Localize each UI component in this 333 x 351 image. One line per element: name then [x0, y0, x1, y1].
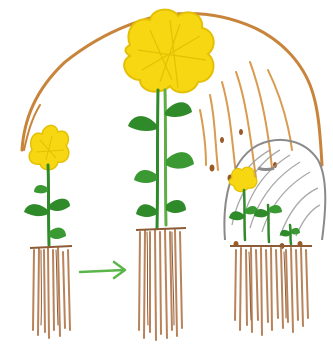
small-yellow-flower-plant-icon [24, 125, 72, 338]
seedlings-under-dome-icon [224, 140, 325, 335]
roots-icon [235, 248, 308, 335]
roots-icon [139, 230, 182, 340]
falling-seeds-icon [200, 62, 292, 184]
tall-yellow-flower-plant-icon [124, 10, 214, 340]
roots-icon [33, 248, 70, 338]
right-arrow-icon [80, 262, 125, 278]
